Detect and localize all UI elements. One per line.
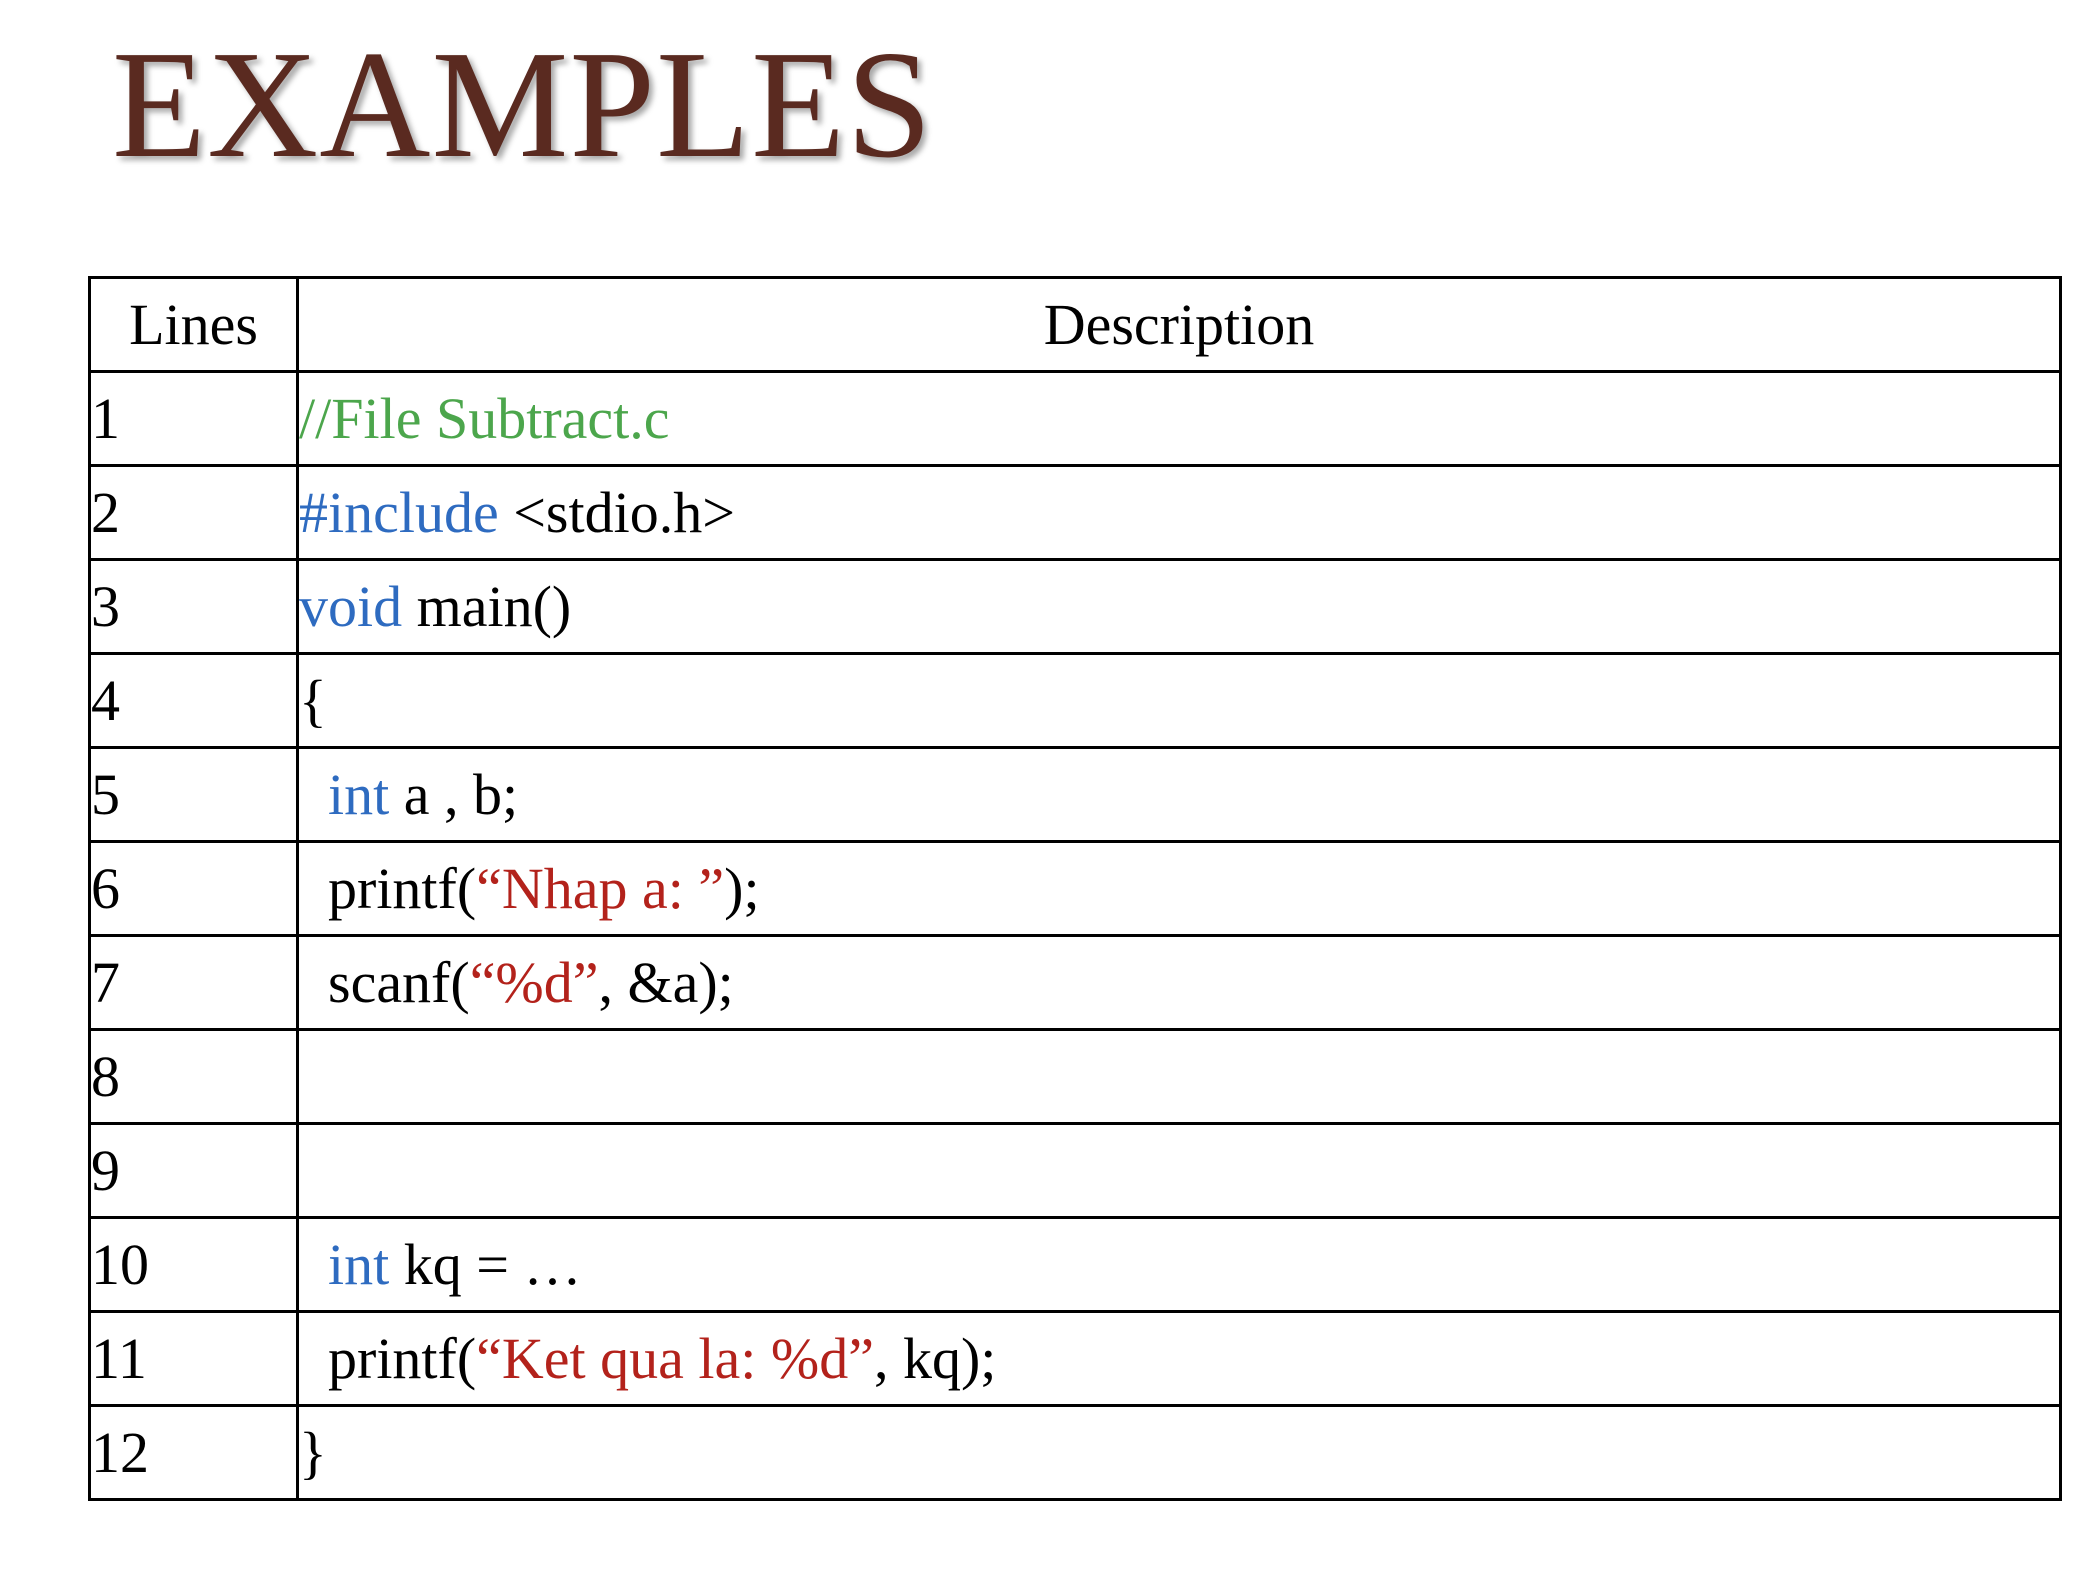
table-row: 9 xyxy=(88,1122,2062,1219)
table-row: 1//File Subtract.c xyxy=(88,370,2062,467)
code-token-plain: { xyxy=(299,667,327,733)
code-token-string: “Nhap a: ” xyxy=(476,855,725,921)
code-line: #include <stdio.h> xyxy=(296,464,2062,561)
code-token-plain: a , b; xyxy=(389,761,519,827)
line-number: 6 xyxy=(88,840,299,937)
code-token-keyword: int xyxy=(328,761,390,827)
code-line: { xyxy=(296,652,2062,749)
line-number: 10 xyxy=(88,1216,299,1313)
line-number: 12 xyxy=(88,1404,299,1501)
table-row: 11 printf(“Ket qua la: %d”, kq); xyxy=(88,1310,2062,1407)
table-row: 8 xyxy=(88,1028,2062,1125)
header-description: Description xyxy=(296,276,2062,373)
table-header-row: Lines Description xyxy=(88,276,2062,373)
code-token-string: “Ket qua la: %d” xyxy=(476,1325,874,1391)
code-line: printf(“Nhap a: ”); xyxy=(296,840,2062,937)
code-token-plain: printf( xyxy=(299,855,477,921)
code-token-keyword: int xyxy=(328,1231,390,1297)
code-token-plain: } xyxy=(299,1419,327,1485)
code-line xyxy=(296,1028,2062,1125)
code-token-plain: printf( xyxy=(299,1325,477,1391)
code-token-plain: scanf( xyxy=(299,949,470,1015)
code-line: scanf(“%d”, &a); xyxy=(296,934,2062,1031)
code-token-plain: , &a); xyxy=(598,949,734,1015)
line-number: 5 xyxy=(88,746,299,843)
table-row: 4{ xyxy=(88,652,2062,749)
code-token-plain: <stdio.h> xyxy=(498,479,735,545)
code-token-plain xyxy=(299,1232,328,1297)
code-token-keyword: void xyxy=(299,573,403,639)
line-number: 9 xyxy=(88,1122,299,1219)
slide-title: EXAMPLES xyxy=(112,20,933,190)
table-row: 6 printf(“Nhap a: ”); xyxy=(88,840,2062,937)
code-line: int a , b; xyxy=(296,746,2062,843)
code-token-plain: ); xyxy=(724,855,760,921)
line-number: 11 xyxy=(88,1310,299,1407)
line-number: 8 xyxy=(88,1028,299,1125)
table-row: 10 int kq = … xyxy=(88,1216,2062,1313)
table-row: 12} xyxy=(88,1404,2062,1501)
line-number: 3 xyxy=(88,558,299,655)
code-line xyxy=(296,1122,2062,1219)
line-number: 1 xyxy=(88,370,299,467)
code-line: //File Subtract.c xyxy=(296,370,2062,467)
code-token-keyword: #include xyxy=(299,479,499,545)
code-token-plain xyxy=(299,762,328,827)
table-row: 2#include <stdio.h> xyxy=(88,464,2062,561)
code-token-plain: , kq); xyxy=(873,1325,997,1391)
code-line: printf(“Ket qua la: %d”, kq); xyxy=(296,1310,2062,1407)
line-number: 7 xyxy=(88,934,299,1031)
table-row: 7 scanf(“%d”, &a); xyxy=(88,934,2062,1031)
code-line: void main() xyxy=(296,558,2062,655)
code-token-plain: kq = … xyxy=(389,1231,582,1297)
code-token-plain: main() xyxy=(402,573,572,639)
code-line: int kq = … xyxy=(296,1216,2062,1313)
line-number: 2 xyxy=(88,464,299,561)
code-line: } xyxy=(296,1404,2062,1501)
line-number: 4 xyxy=(88,652,299,749)
code-token-comment: //File Subtract.c xyxy=(299,385,670,451)
code-token-string: “%d” xyxy=(469,949,599,1015)
table-row: 5 int a , b; xyxy=(88,746,2062,843)
header-lines: Lines xyxy=(88,276,299,373)
